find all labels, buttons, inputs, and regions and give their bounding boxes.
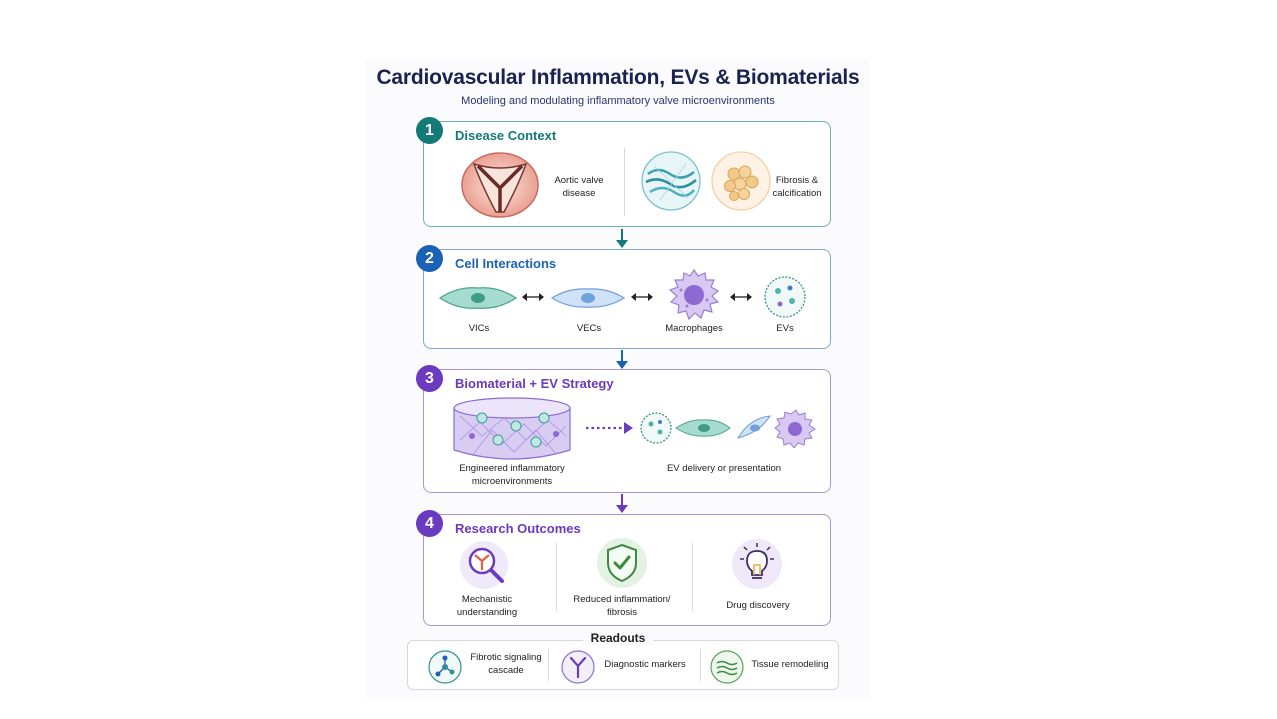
divider [700, 649, 701, 681]
double-arrow-icon [730, 293, 752, 301]
lightbulb-icon [732, 539, 782, 589]
label-vecs: VECs [576, 323, 602, 334]
step-badge-2: 2 [416, 245, 443, 272]
double-arrow-icon [522, 293, 544, 301]
panel-cell-interactions: 2 Cell Interactions VICs VECs [416, 245, 831, 349]
double-arrow-icon [631, 293, 653, 301]
infographic-canvas: Cardiovascular Inflammation, EVs & Bioma… [366, 58, 870, 698]
step-badge-3: 3 [416, 365, 443, 392]
vec-cell-icon [550, 288, 626, 308]
label-fibrosis-calcification: Fibrosis & calcification [772, 175, 822, 199]
magnifier-icon [460, 541, 508, 589]
ev-icon [764, 276, 806, 318]
macrophage-icon [668, 268, 720, 321]
ev-delivery-icon [640, 409, 816, 448]
label-diagnostic-markers: Diagnostic markers [604, 659, 686, 670]
label-macrophages: Macrophages [665, 323, 723, 334]
label-aortic-valve-disease: Aortic valve disease [554, 175, 604, 199]
fibrosis-icon [641, 151, 701, 211]
panel-disease-context: 1 Disease Context Aortic valve disease [416, 117, 831, 227]
signaling-network-icon [428, 650, 462, 684]
label-ev-delivery: EV delivery or presentation [666, 463, 782, 474]
divider [692, 543, 693, 611]
page-subtitle: Modeling and modulating inflammatory val… [461, 95, 775, 107]
panel-title-research-outcomes: Research Outcomes [455, 521, 581, 536]
panel-research-outcomes: 4 Research Outcomes Mechanistic understa… [416, 510, 831, 626]
shield-check-icon [597, 538, 647, 588]
panel-biomaterial-ev-strategy: 3 Biomaterial + EV Strategy Engineered i… [416, 365, 831, 493]
flow-arrow-1 [616, 229, 628, 248]
divider [548, 649, 549, 681]
divider [556, 543, 557, 611]
flow-arrow-3 [616, 494, 628, 513]
step-badge-1: 1 [416, 117, 443, 144]
dotted-arrow-icon [586, 422, 633, 434]
panel-title-disease-context: Disease Context [455, 128, 557, 143]
hydrogel-scaffold-icon [453, 397, 571, 460]
panel-title-biomaterial-ev-strategy: Biomaterial + EV Strategy [455, 376, 614, 391]
aortic-valve-icon [461, 152, 539, 218]
label-engineered-microenvironments: Engineered inflammatory microenvironment… [459, 463, 565, 487]
label-tissue-remodeling: Tissue remodeling [751, 659, 829, 670]
page-title: Cardiovascular Inflammation, EVs & Bioma… [376, 66, 860, 89]
flow-arrow-2 [616, 350, 628, 369]
label-drug-discovery: Drug discovery [726, 600, 790, 611]
label-evs: EVs [776, 323, 794, 334]
vic-cell-icon [438, 287, 518, 309]
divider [624, 148, 625, 216]
tissue-icon [710, 650, 744, 684]
antibody-icon [561, 650, 595, 684]
calcification-icon [711, 151, 771, 211]
label-reduced-inflammation: Reduced inflammation/ fibrosis [573, 594, 671, 618]
label-fibrotic-signaling: Fibrotic signaling cascade [470, 652, 542, 676]
readouts-title-text: Readouts [582, 631, 654, 645]
step-badge-4: 4 [416, 510, 443, 537]
readouts-box: Fibrotic signaling cascade Diagnostic ma… [407, 640, 839, 690]
label-vics: VICs [468, 323, 490, 334]
readouts-title: Readouts [366, 631, 870, 645]
panel-title-cell-interactions: Cell Interactions [455, 256, 557, 271]
label-mechanistic-understanding: Mechanistic understanding [456, 594, 518, 618]
